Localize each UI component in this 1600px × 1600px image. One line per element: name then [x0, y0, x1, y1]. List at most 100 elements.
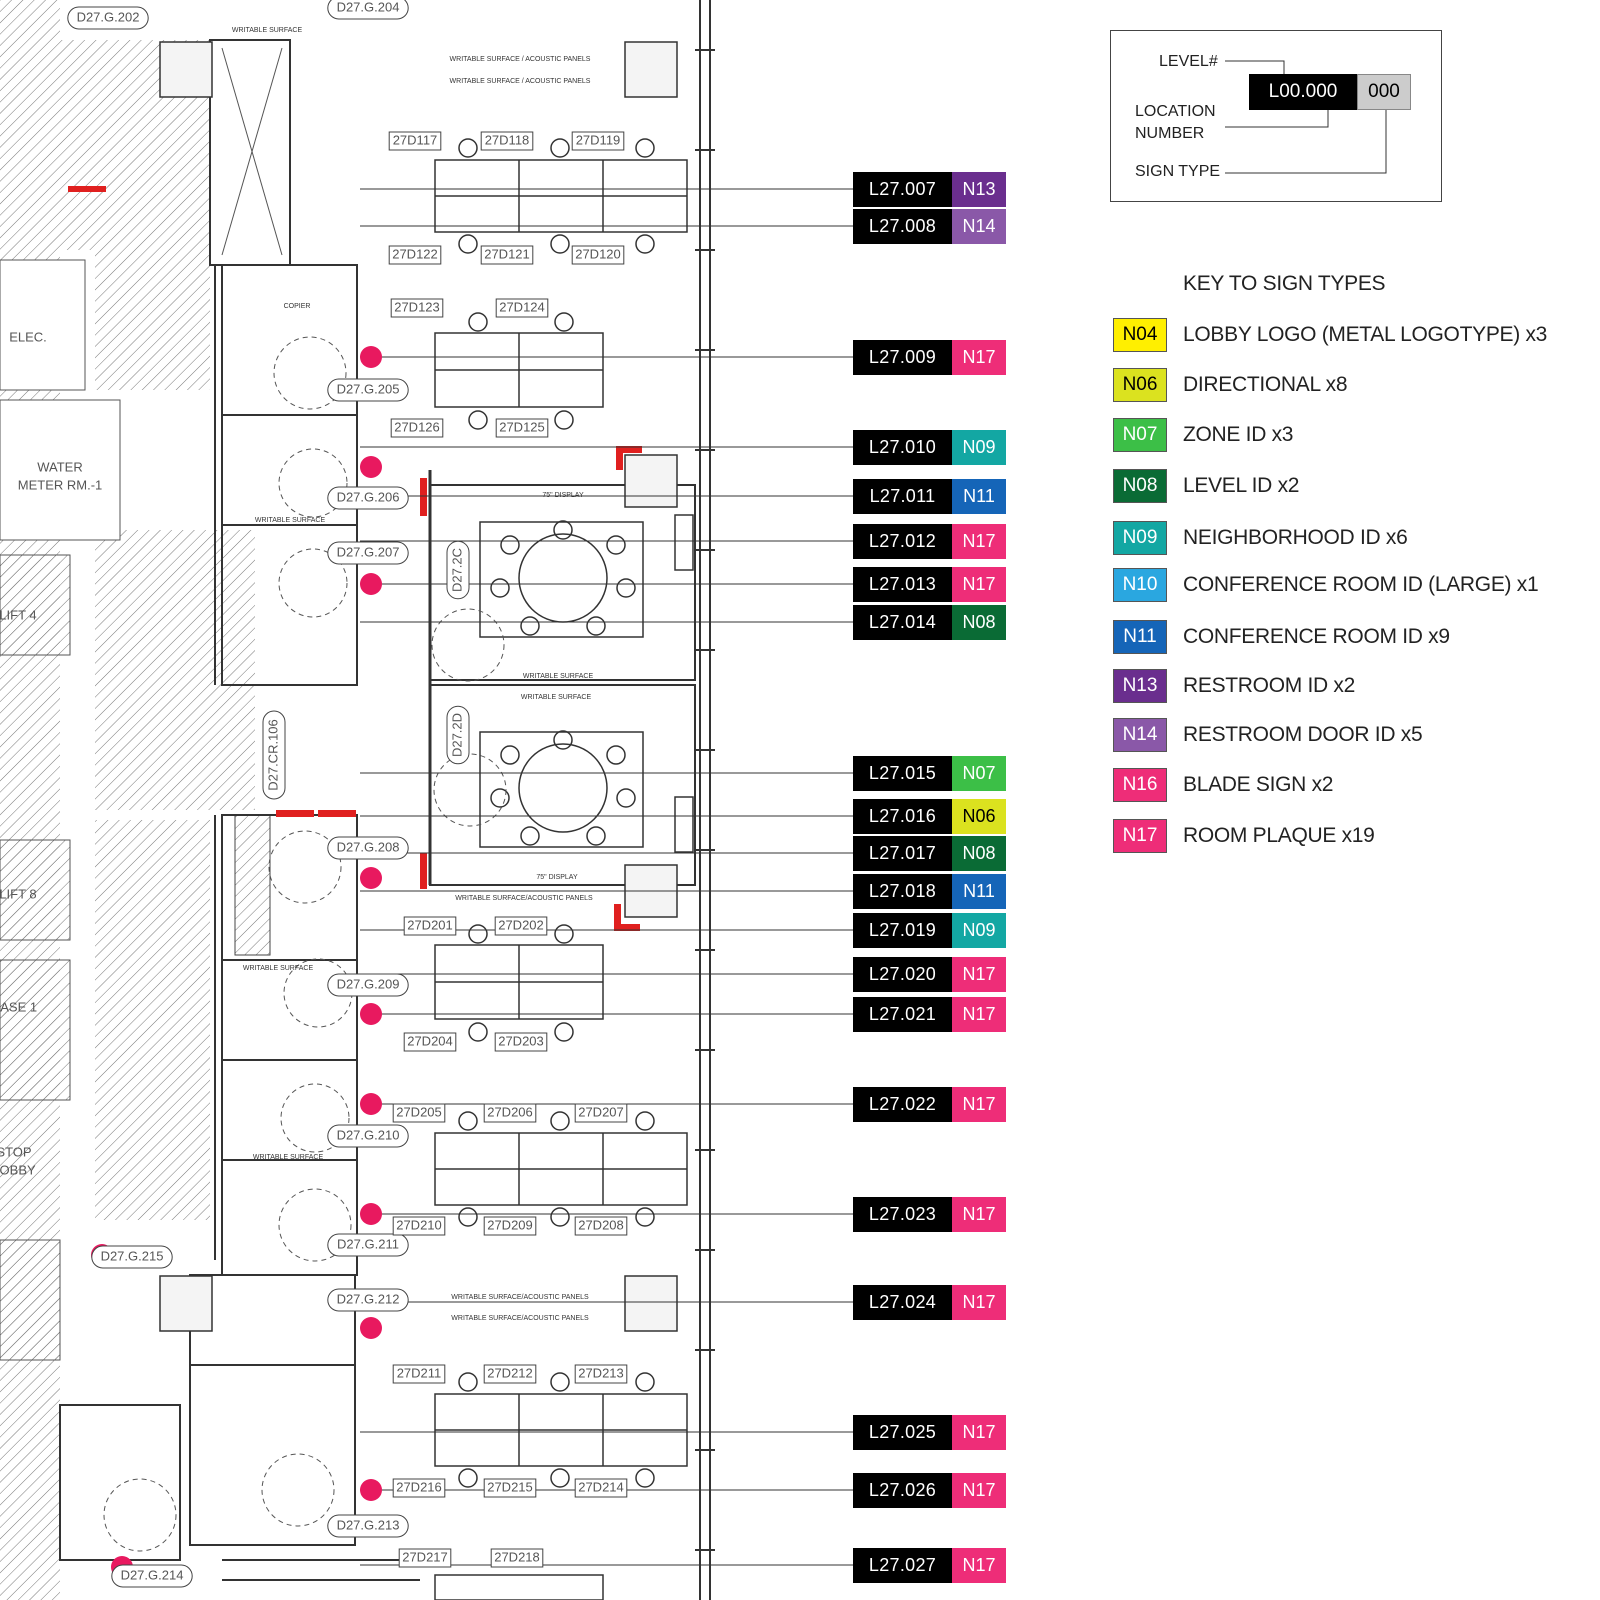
key-swatch: N07: [1113, 418, 1167, 452]
desk-label: 27D213: [578, 1365, 624, 1380]
key-swatch: N11: [1113, 620, 1167, 654]
label-box: [574, 1478, 628, 1498]
desk-label: 27D215: [487, 1479, 533, 1494]
key-swatch: N08: [1113, 469, 1167, 503]
legend-level-label: LEVEL#: [1159, 53, 1218, 70]
desk-label: 27D119: [576, 132, 621, 147]
key-title: KEY TO SIGN TYPES: [1183, 272, 1386, 295]
label-pill: [446, 705, 470, 765]
sign-tag-type: N08: [952, 605, 1006, 640]
sign-tag-type: N17: [952, 1473, 1006, 1508]
sign-tag-location: L27.023: [853, 1197, 952, 1232]
legend-location-label-2: NUMBER: [1135, 125, 1205, 142]
key-swatch: N14: [1113, 718, 1167, 752]
desk-label: 27D211: [397, 1365, 442, 1380]
label-box: [392, 1364, 446, 1384]
key-swatch: N16: [1113, 768, 1167, 802]
vertical-room-label: D27.CR.106: [265, 719, 280, 791]
label-box: [398, 1548, 452, 1568]
desk-label: 27D218: [494, 1549, 540, 1564]
workstation-clusters: [434, 159, 688, 1600]
room-label: D27.G.208: [337, 839, 400, 854]
sign-tag-type: N17: [952, 567, 1006, 602]
label-box: [571, 245, 625, 265]
room-label: D27.G.210: [337, 1127, 400, 1142]
sign-tag-type: N11: [952, 874, 1006, 909]
label-box: [403, 916, 457, 936]
key-swatch: N06: [1113, 368, 1167, 402]
sign-tag-location: L27.022: [853, 1087, 952, 1122]
plan-note: WRITABLE SURFACE/ACOUSTIC PANELS: [451, 1315, 589, 1322]
sign-tag-location: L27.009: [853, 340, 952, 375]
label-box: [494, 1032, 548, 1052]
label-box: [388, 245, 442, 265]
room-label: D27.G.211: [337, 1236, 399, 1251]
desk-label: 27D204: [407, 1033, 453, 1048]
accessibility-symbols: [103, 336, 507, 1552]
sign-tag-type: N17: [952, 1197, 1006, 1232]
sign-tag-type: N06: [952, 799, 1006, 834]
label-pill: [327, 1288, 409, 1312]
plan-note: WRITABLE SURFACE: [243, 965, 314, 972]
sign-tag-location: L27.011: [853, 479, 952, 514]
label-pill: [327, 836, 409, 860]
sign-tag-location: L27.027: [853, 1548, 952, 1583]
sign-tag-type: N09: [952, 430, 1006, 465]
building-core: [0, 0, 291, 1600]
plan-note: WRITABLE SURFACE: [232, 27, 303, 34]
sign-tag-location: L27.021: [853, 997, 952, 1032]
label-box: [574, 1364, 628, 1384]
desk-label: 27D201: [407, 917, 453, 932]
area-label: LIFT 8: [0, 886, 37, 901]
area-label: WATER: [37, 459, 83, 474]
leader-lines: [360, 188, 853, 1566]
key-swatch: N10: [1113, 568, 1167, 602]
label-box: [392, 1478, 446, 1498]
sign-tag-type: N17: [952, 957, 1006, 992]
area-label: METER RM.-1: [18, 477, 103, 492]
room-labels: D27.G.202D27.G.204D27.G.205D27.G.206D27.…: [67, 0, 409, 1588]
desk-label: 27D209: [487, 1217, 533, 1232]
label-box: [480, 131, 534, 151]
plan-note: WRITABLE SURFACE/ACOUSTIC PANELS: [451, 1294, 589, 1301]
desk-label: 27D208: [578, 1217, 624, 1232]
key-label: RESTROOM ID x2: [1183, 674, 1355, 697]
label-pill: [446, 540, 470, 600]
plan-note: 75" DISPLAY: [542, 492, 584, 499]
key-label: LEVEL ID x2: [1183, 474, 1300, 497]
sign-tag-location: L27.024: [853, 1285, 952, 1320]
plan-notes: WRITABLE SURFACE WRITABLE SURFACE / ACOUS…: [232, 27, 594, 1322]
plan-note: WRITABLE SURFACE / ACOUSTIC PANELS: [450, 56, 591, 63]
plan-note: WRITABLE SURFACE/ACOUSTIC PANELS: [455, 895, 593, 902]
label-box: [495, 298, 549, 318]
legend-sign-type-label: SIGN TYPE: [1135, 163, 1221, 180]
label-box: [390, 298, 444, 318]
desk-label: 27D207: [578, 1104, 624, 1119]
sign-tag-type: N09: [952, 913, 1006, 948]
label-box: [483, 1478, 537, 1498]
plan-note: WRITABLE SURFACE: [253, 1154, 324, 1161]
key-label: CONFERENCE ROOM ID (LARGE) x1: [1183, 573, 1539, 596]
sign-tag-type: N13: [952, 172, 1006, 207]
sign-tag-legend: LEVEL# LOCATION NUMBER SIGN TYPE L00.000…: [1110, 30, 1442, 202]
desk-label: 27D202: [498, 917, 544, 932]
sign-tag-location: L27.012: [853, 524, 952, 559]
